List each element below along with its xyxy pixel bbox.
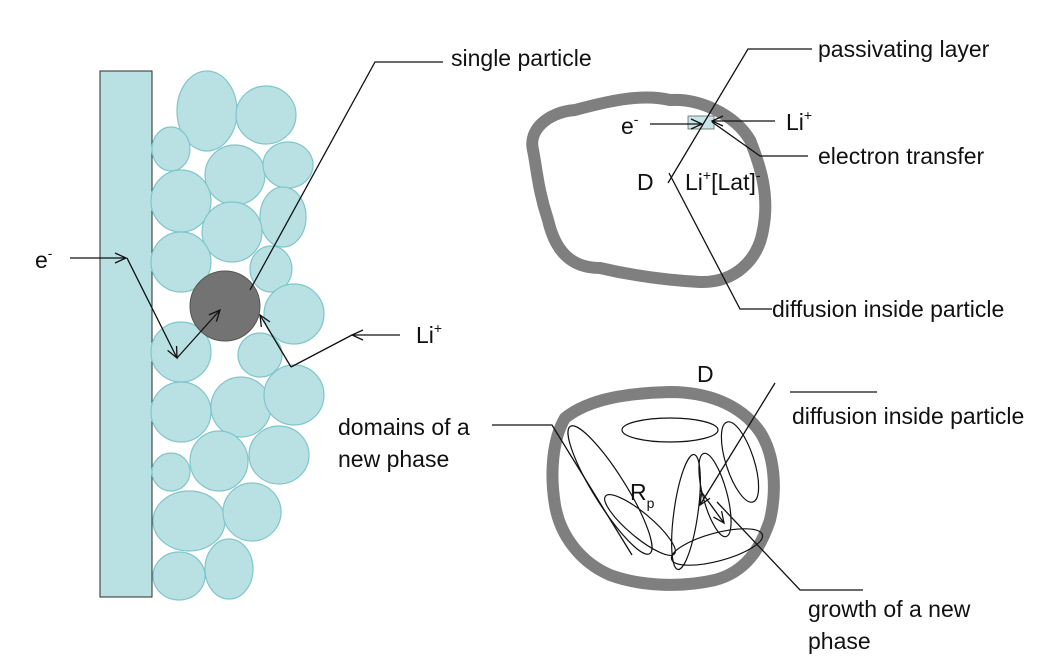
electron-transfer-leader [711,121,808,157]
li-to-particle [259,313,292,368]
electron-left-label: e- [35,245,53,273]
single-particle-leader [249,61,443,291]
lattice-label: Li+[Lat]- [685,167,761,195]
particle [249,245,293,293]
passivating-leader [667,48,812,184]
electron-to-particle [176,308,222,359]
electron-transfer-label: electron transfer [818,143,985,169]
passivating-layer [526,91,772,289]
particle [152,551,206,601]
particle [210,376,272,438]
electron-path [126,257,178,360]
domain-ellipse [670,528,764,566]
bottom-pathways [492,382,877,591]
growth-label-line2: phase [808,628,871,654]
particle [152,490,226,552]
particle [237,332,283,378]
electron-top-label: e- [621,111,639,139]
phase-domains [567,417,764,571]
diffusion-leader [668,172,772,310]
domains-leader [492,424,633,556]
particle [263,283,325,345]
rp-label: Rp [630,479,655,511]
growth-arrow [699,489,725,525]
left-pathways [70,61,443,368]
particle [151,452,191,492]
growth-leader [716,501,863,591]
domain-ellipse [698,452,732,538]
domains-label-line2: new phase [338,446,449,472]
particle [150,231,212,293]
li-left-label: Li+ [416,320,442,348]
diffusion-top-label: diffusion inside particle [772,296,1004,322]
particle [222,482,282,542]
domain-ellipse [567,425,653,555]
particle-bed [150,70,325,601]
domain-ellipse [621,417,719,443]
diffusion-bottom-label: diffusion inside particle [792,403,1024,429]
bottom-particle [546,386,780,591]
passivating-layer-label: passivating layer [818,36,990,62]
particle [201,201,263,263]
particle [189,430,249,492]
particle [204,538,254,600]
passivating-layer-bottom [546,386,780,591]
electrode-assembly [99,70,325,601]
domains-label-line1: domains of a [338,414,470,440]
domain-ellipse [720,421,760,503]
particle [150,169,212,233]
diffusion-bottom-arrow [699,382,776,507]
particle [262,141,314,189]
growth-label-line1: growth of a new [808,596,971,622]
particle [259,186,307,248]
particle [151,126,191,172]
particle [248,425,310,485]
domain-ellipse [671,453,701,571]
current-collector [99,70,153,598]
domain-ellipse [604,494,676,556]
single-particle-label: single particle [451,45,592,71]
li-path [290,334,353,368]
li-top-label: Li+ [786,107,812,135]
particle [204,144,266,206]
single-particle-highlight [189,270,261,342]
particle [263,364,325,426]
d-top-label: D [637,169,654,195]
d-bottom-label: D [697,361,714,387]
particle [235,85,297,145]
particle [150,381,212,443]
labels: single particle e- Li+ passivating layer… [35,36,1024,654]
top-pathways [650,48,812,310]
